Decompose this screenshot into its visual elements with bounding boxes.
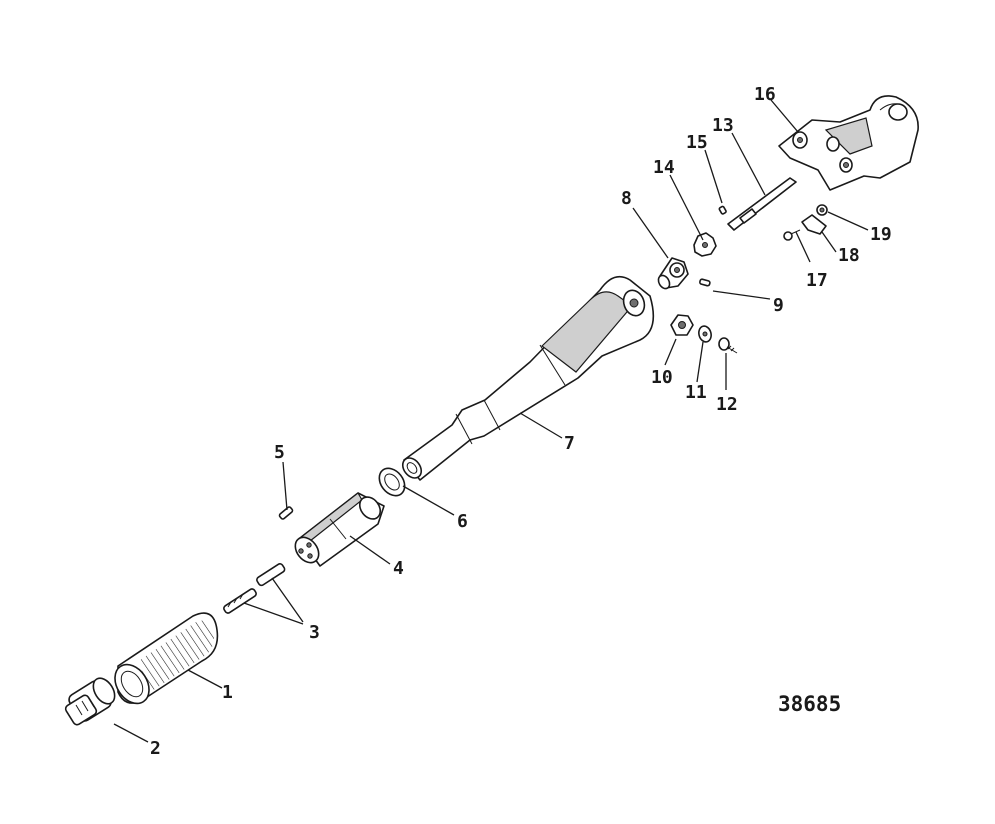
callout-7: 7 — [564, 433, 575, 454]
callout-11: 11 — [685, 382, 707, 403]
callout-3: 3 — [309, 622, 320, 643]
part-19-nut — [816, 204, 828, 216]
callout-14: 14 — [653, 157, 675, 178]
figure-number: 38685 — [778, 692, 841, 716]
callout-19: 19 — [870, 224, 892, 245]
part-1-knurled-grip — [114, 612, 219, 705]
part-11-washer — [698, 325, 712, 343]
part-2-end-cap — [64, 677, 116, 726]
callout-6: 6 — [457, 511, 468, 532]
part-15-pin — [718, 205, 727, 215]
callout-12: 12 — [716, 394, 738, 415]
callout-16: 16 — [754, 84, 776, 105]
callout-10: 10 — [651, 367, 673, 388]
part-8-throttle-gear — [657, 257, 689, 290]
leader-lines — [113, 99, 869, 743]
part-5-small-pin — [278, 506, 294, 520]
part-18-clip — [801, 214, 827, 235]
part-12-screw — [718, 337, 738, 354]
part-6-washer — [378, 467, 406, 497]
callout-4: 4 — [393, 558, 404, 579]
callout-9: 9 — [773, 295, 784, 316]
callout-2: 2 — [150, 738, 161, 759]
part-10-nut — [670, 314, 694, 336]
callout-15: 15 — [686, 132, 708, 153]
part-13-shaft — [727, 177, 797, 231]
part-9-pin — [699, 278, 711, 287]
callout-13: 13 — [712, 115, 734, 136]
part-16-tiller-bracket — [778, 95, 919, 191]
part-3-pins — [223, 562, 286, 614]
part-14-gear — [693, 232, 717, 257]
callout-17: 17 — [806, 270, 828, 291]
callout-5: 5 — [274, 442, 285, 463]
part-7-tiller-arm — [401, 275, 655, 481]
callout-18: 18 — [838, 245, 860, 266]
part-17-screw — [783, 229, 801, 241]
callout-8: 8 — [621, 188, 632, 209]
part-4-hex-coupling — [294, 492, 385, 567]
callout-1: 1 — [222, 682, 233, 703]
